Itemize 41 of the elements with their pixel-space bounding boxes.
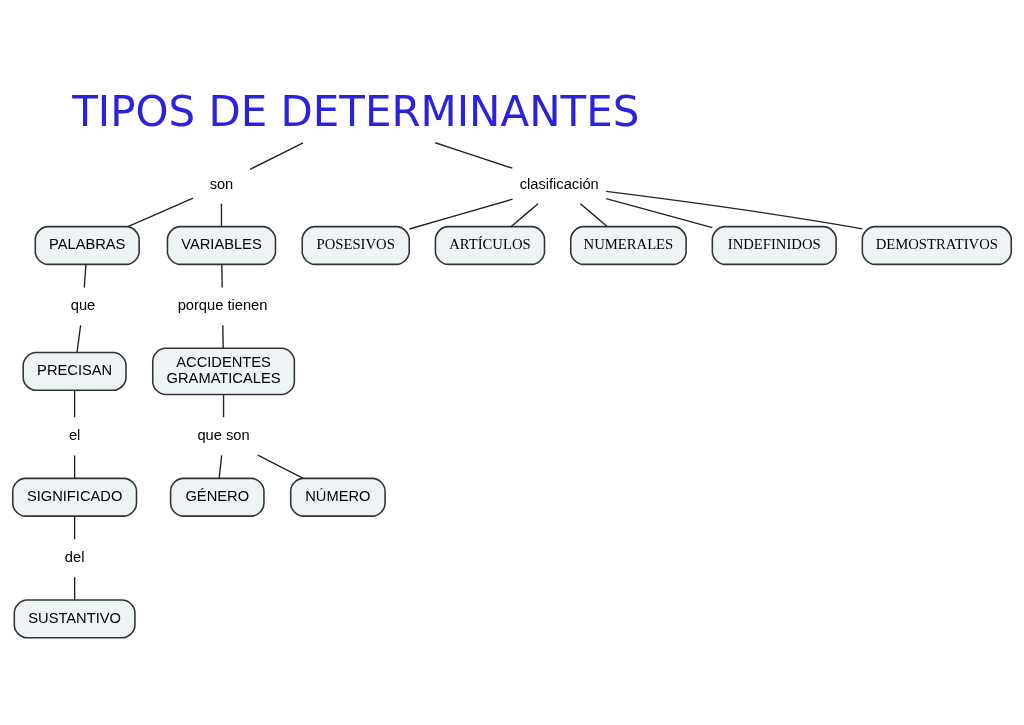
node-box: GÉNERO xyxy=(169,477,265,517)
node-box: SIGNIFICADO xyxy=(11,477,138,517)
connector xyxy=(83,263,87,288)
node-text: que son xyxy=(197,426,250,443)
node-text: del xyxy=(64,548,85,565)
connector xyxy=(605,190,863,230)
node-text: TIPOS DE DETERMINANTES xyxy=(72,86,640,136)
node-box: VARIABLES xyxy=(166,225,277,265)
node-text: el xyxy=(68,426,81,443)
connector xyxy=(220,202,223,227)
node-box: DEMOSTRATIVOS xyxy=(861,225,1013,265)
node-box: INDEFINIDOS xyxy=(711,225,837,265)
node-text: son xyxy=(209,175,234,192)
connector xyxy=(408,198,514,230)
connector xyxy=(579,202,609,227)
connector xyxy=(76,324,82,353)
connector xyxy=(73,575,76,601)
connector xyxy=(73,389,76,418)
connector xyxy=(605,197,713,228)
node-text: porque tienen xyxy=(177,296,268,313)
connector xyxy=(257,453,304,479)
node-box: PALABRAS xyxy=(34,225,140,265)
node-box: PRECISAN xyxy=(22,351,127,391)
connector xyxy=(222,393,225,418)
connector xyxy=(73,454,76,479)
connector xyxy=(73,515,76,540)
node-text: clasificación xyxy=(519,175,599,192)
node-text: que xyxy=(70,296,96,313)
connector xyxy=(222,324,224,349)
connector xyxy=(434,141,513,169)
node-box: ACCIDENTES GRAMATICALES xyxy=(151,347,296,395)
connector xyxy=(218,454,223,479)
node-box: NUMERALES xyxy=(569,225,687,265)
node-box: NÚMERO xyxy=(289,477,386,517)
node-box: SUSTANTIVO xyxy=(13,598,136,639)
node-box: ARTÍCULOS xyxy=(434,225,546,265)
connector xyxy=(510,202,539,227)
connector xyxy=(249,141,304,170)
connector xyxy=(221,263,223,288)
connector xyxy=(127,197,194,227)
node-box: POSESIVOS xyxy=(301,225,410,265)
